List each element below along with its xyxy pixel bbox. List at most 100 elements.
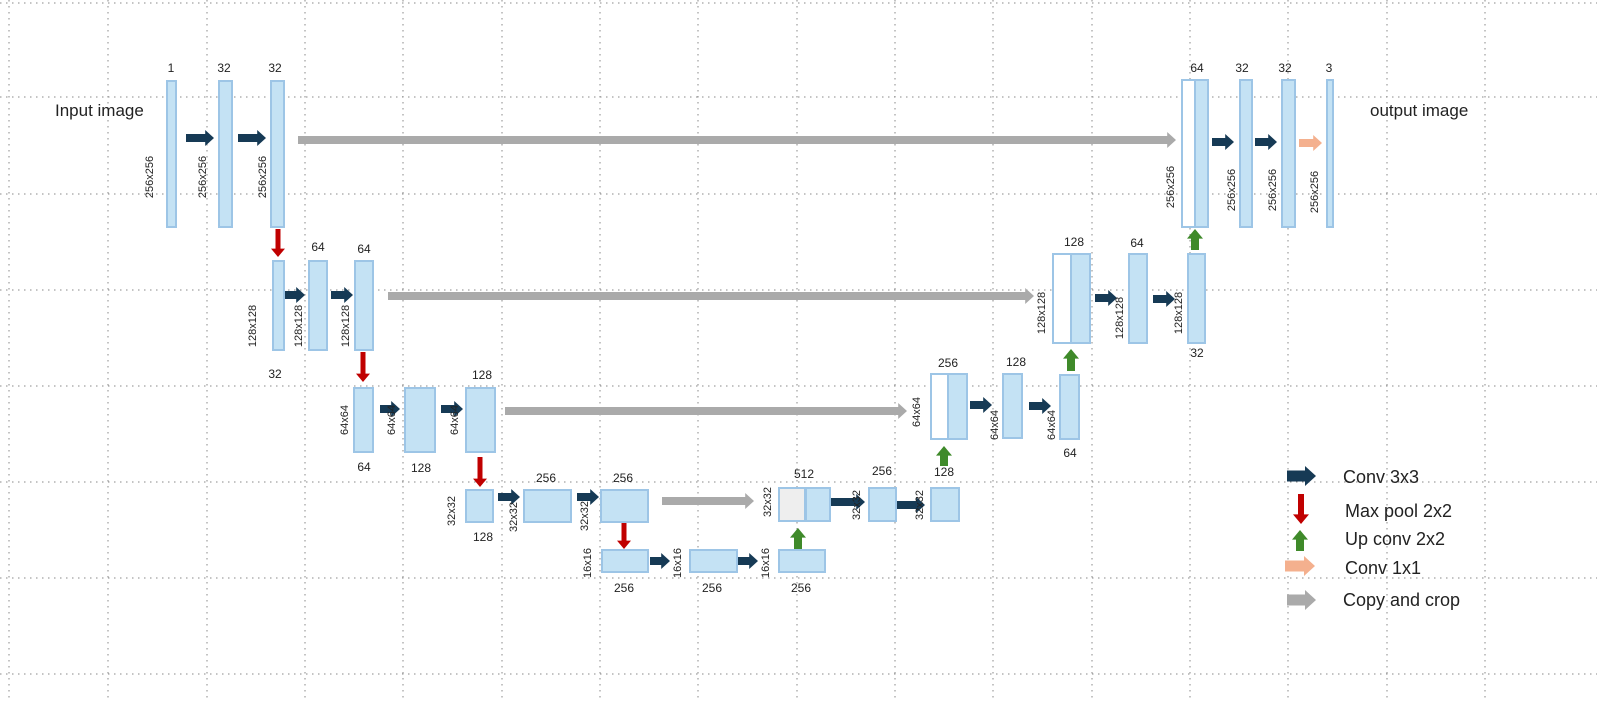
label-e3a-side: 64x64 — [339, 405, 351, 435]
copy-crop-arrow — [505, 403, 907, 419]
block-e2a — [272, 260, 285, 351]
label-e2b-side: 128x128 — [293, 305, 305, 347]
conv-arrow — [970, 397, 992, 413]
label-b2-side: 16x16 — [672, 548, 684, 578]
block-b2 — [689, 549, 738, 573]
label-e1b-top: 32 — [217, 61, 231, 75]
label-e4b-side: 32x32 — [508, 502, 520, 532]
legend-upconv-icon — [1292, 530, 1308, 551]
label-d3b-top: 128 — [1006, 355, 1026, 369]
label-d4a-side: 32x32 — [762, 487, 774, 517]
maxpool-arrow — [356, 352, 370, 382]
block-d1d — [1326, 79, 1334, 228]
block-b3 — [778, 549, 826, 573]
block-d4c — [930, 487, 960, 522]
block-e3b — [404, 387, 436, 453]
block-d1b — [1239, 79, 1253, 228]
block-d4b — [868, 487, 897, 522]
block-d3c — [1059, 374, 1080, 440]
label-e1b-side: 256x256 — [197, 156, 209, 198]
block-e4b — [523, 489, 572, 523]
conv-arrow — [238, 130, 266, 146]
label-d1b-side: 256x256 — [1226, 169, 1238, 211]
label-d2b-top: 64 — [1130, 236, 1144, 250]
label-d2c-bottom: 32 — [1190, 346, 1204, 360]
label-e3a-bottom: 64 — [357, 460, 371, 474]
legend-conv1x1-label: Conv 1x1 — [1345, 558, 1421, 578]
block-d3a-copy — [930, 373, 949, 440]
maxpool-arrow — [617, 522, 631, 549]
upconv-arrow — [1063, 349, 1079, 371]
label-b3-bottom: 256 — [791, 581, 811, 595]
label-e3c-top: 128 — [472, 368, 492, 382]
label-d3c-bottom: 64 — [1063, 446, 1077, 460]
arrows — [186, 130, 1322, 610]
legend-copy-label: Copy and crop — [1343, 590, 1460, 610]
conv-arrow — [186, 130, 214, 146]
copy-crop-arrow — [298, 132, 1176, 148]
blocks — [166, 79, 1334, 573]
label-d3b-side: 64x64 — [989, 410, 1001, 440]
block-d1c — [1281, 79, 1296, 228]
label-e4a-bottom: 128 — [473, 530, 493, 544]
label-d1d-side: 256x256 — [1309, 171, 1321, 213]
block-d4a — [805, 487, 831, 522]
label-e4b-top: 256 — [536, 471, 556, 485]
legend-conv1x1-icon — [1285, 556, 1315, 576]
conv-arrow — [830, 494, 865, 510]
label-e2c-top: 64 — [357, 242, 371, 256]
label-d2b-side: 128x128 — [1114, 297, 1126, 339]
upconv-arrow — [790, 528, 806, 549]
conv-arrow — [380, 401, 400, 417]
legend-pool-icon — [1293, 494, 1309, 524]
block-d2a-copy — [1052, 253, 1072, 344]
block-e1a — [166, 80, 177, 228]
label-b1-bottom: 256 — [614, 581, 634, 595]
block-e1b — [218, 80, 233, 228]
label-e1c-top: 32 — [268, 61, 282, 75]
label-d4b-side: 32x32 — [851, 490, 863, 520]
label-e3c-side: 64x64 — [449, 405, 461, 435]
maxpool-arrow — [473, 457, 487, 487]
block-d1a — [1194, 79, 1209, 228]
conv-arrow — [1255, 134, 1277, 150]
legend-copy-icon — [1287, 590, 1316, 610]
conv-arrow — [1029, 398, 1051, 414]
copy-crop-arrow — [388, 288, 1034, 304]
label-d2a-top: 128 — [1064, 235, 1084, 249]
conv-arrow — [441, 401, 463, 417]
conv-arrow — [577, 489, 599, 505]
label-b1-side: 16x16 — [582, 548, 594, 578]
block-d4a-copy — [778, 487, 806, 522]
label-b2-bottom: 256 — [702, 581, 722, 595]
block-d1a-copy — [1181, 79, 1196, 228]
legend-upconv-label: Up conv 2x2 — [1345, 529, 1445, 549]
conv-arrow — [738, 553, 758, 569]
maxpool-arrow — [271, 229, 285, 257]
label-d4b-top: 256 — [872, 464, 892, 478]
conv-arrow — [1095, 290, 1117, 306]
label-d4c-top: 128 — [934, 465, 954, 479]
input-image-label: Input image — [55, 101, 144, 120]
label-e3b-bottom: 128 — [411, 461, 431, 475]
conv1x1-arrow — [1299, 135, 1322, 151]
label-d1c-side: 256x256 — [1267, 169, 1279, 211]
label-d1a-top: 64 — [1190, 61, 1204, 75]
block-d2c — [1187, 253, 1206, 344]
label-d1a-side: 256x256 — [1165, 166, 1177, 208]
block-e3a — [353, 387, 374, 453]
block-e3c — [465, 387, 496, 453]
copy-crop-arrow — [662, 493, 754, 509]
label-e1c-side: 256x256 — [257, 156, 269, 198]
output-image-label: output image — [1370, 101, 1468, 120]
conv-arrow — [650, 553, 670, 569]
block-d3b — [1002, 373, 1023, 439]
conv-arrow — [1212, 134, 1234, 150]
label-d2c-side: 128x128 — [1173, 292, 1185, 334]
block-d2b — [1128, 253, 1148, 344]
label-d4c-side: 32x32 — [914, 490, 926, 520]
conv-arrow — [498, 489, 520, 505]
